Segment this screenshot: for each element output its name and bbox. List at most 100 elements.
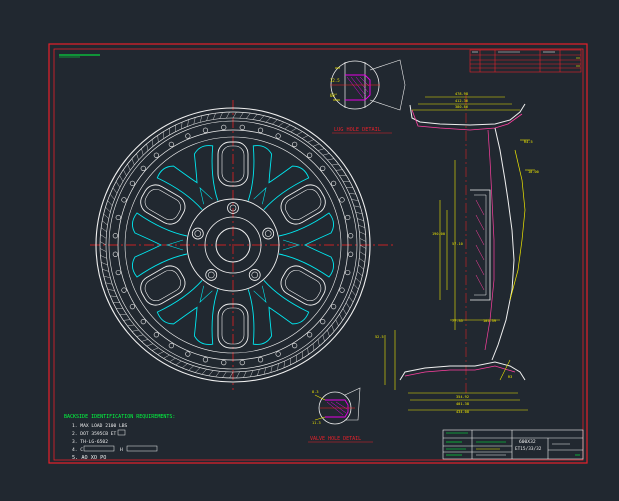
svg-text:57.10: 57.10	[452, 242, 463, 246]
knurl-tick	[359, 258, 365, 262]
spoke-window	[277, 181, 330, 229]
rim-bolt-hole	[130, 181, 135, 186]
knurl-tick	[285, 125, 291, 129]
spoke-window	[136, 262, 189, 310]
knurl-tick	[137, 335, 144, 337]
knurl-tick	[243, 371, 246, 377]
svg-text:8.3: 8.3	[312, 390, 319, 394]
knurl-tick	[357, 271, 362, 276]
notes-line-1: 1. MAX LOAD 2100 LBS	[72, 423, 128, 429]
svg-text:52.5: 52.5	[375, 335, 384, 339]
knurl-tick	[259, 116, 264, 121]
knurl-tick	[302, 135, 308, 138]
rim-bolt-hole	[307, 153, 312, 158]
knurl-tick	[240, 112, 244, 118]
knurl-tick	[100, 248, 106, 251]
rim-bolt-hole	[307, 332, 312, 337]
knurl-tick	[332, 164, 339, 165]
rim-bolt-hole	[122, 288, 127, 293]
rim-bolt-hole	[122, 198, 127, 203]
rim-bolt-hole	[340, 288, 345, 293]
knurl-tick	[349, 193, 356, 194]
svg-text:412.36: 412.36	[455, 99, 468, 103]
knurl-tick	[181, 122, 182, 129]
spoke-rib	[254, 185, 271, 204]
window-outer	[136, 181, 189, 229]
window-inner	[142, 186, 184, 223]
knurl-tick	[152, 348, 158, 351]
title-part-number: 600X32	[519, 439, 536, 445]
rim-bolt-hole	[292, 343, 297, 348]
rim-bolt-hole	[320, 166, 325, 171]
knurl-tick	[147, 144, 148, 151]
spoke	[155, 142, 238, 221]
knurl-tick	[246, 113, 250, 119]
rim-bolt-hole	[141, 166, 146, 171]
spoke-outline	[228, 142, 311, 221]
window-inner	[282, 267, 324, 304]
knurl-tick	[308, 139, 314, 142]
svg-text:478.98: 478.98	[455, 92, 468, 96]
spoke	[155, 269, 238, 348]
knurl-tick	[147, 344, 153, 346]
knurl-tick	[346, 303, 350, 309]
knurl-tick	[101, 228, 107, 232]
knurl-tick	[356, 212, 363, 214]
knurl-tick	[279, 122, 284, 126]
knurl-tick	[102, 269, 109, 271]
knurl-tick	[354, 284, 359, 289]
svg-text:105.39: 105.39	[483, 319, 496, 323]
svg-text:R3: R3	[508, 375, 512, 379]
rim-bolt-hole	[345, 215, 350, 220]
knurl-tick	[127, 164, 130, 170]
lug-hole	[206, 269, 217, 280]
rim-bolt-hole	[186, 134, 191, 139]
notes-line-2: 2. DOT 3595CB ET	[72, 431, 116, 437]
spoke-window	[277, 262, 330, 310]
knurl-tick	[200, 116, 202, 123]
knurl-tick	[291, 128, 297, 132]
rim-bolt-hole	[130, 304, 135, 309]
knurl-tick	[213, 113, 216, 119]
rim-bolt-hole	[348, 252, 353, 257]
knurl-tick	[132, 159, 134, 165]
knurl-tick	[182, 364, 187, 368]
knurl-tick	[230, 372, 233, 378]
knurl-tick	[277, 364, 278, 371]
rim-bolt-hole	[169, 142, 174, 147]
knurl-tick	[123, 320, 130, 321]
knurl-tick	[360, 238, 366, 241]
rim-bolt-hole	[240, 125, 245, 130]
knurl-tick	[101, 262, 107, 265]
rim-bolt-hole	[240, 360, 245, 365]
knurl-tick	[354, 206, 361, 207]
spoke-rib	[196, 286, 213, 305]
rim-bolt-hole	[340, 198, 345, 203]
knurl-tick	[137, 153, 139, 160]
rim-bolt-hole	[113, 233, 118, 238]
knurl-tick	[202, 369, 207, 374]
knurl-tick	[264, 368, 266, 375]
rim-bolt-hole	[276, 352, 281, 357]
lug-hole-inner	[195, 231, 201, 237]
rim-bolt-hole	[186, 352, 191, 357]
knurl-tick	[359, 232, 365, 235]
knurl-tick	[194, 117, 195, 124]
rim-bolt-hole	[116, 215, 121, 220]
notes-line-4: 4. C	[72, 447, 83, 453]
svg-text:380.86: 380.86	[455, 105, 468, 109]
knurl-tick	[110, 296, 117, 297]
rim-bolt-hole	[169, 343, 174, 348]
knurl-tick	[327, 330, 329, 337]
rim-bolt-hole	[154, 153, 159, 158]
rim-cross-section: 478.98 412.36 380.86 190.00 57.10 77.35 …	[375, 92, 539, 414]
knurl-tick	[336, 170, 343, 171]
lug-hole	[249, 269, 260, 280]
rim-bolt-hole	[331, 181, 336, 186]
knurl-tick	[116, 182, 120, 188]
lug-hole-inner	[265, 231, 271, 237]
knurl-tick	[236, 372, 239, 378]
svg-text:190.00: 190.00	[432, 232, 445, 236]
knurl-tick	[141, 149, 143, 156]
